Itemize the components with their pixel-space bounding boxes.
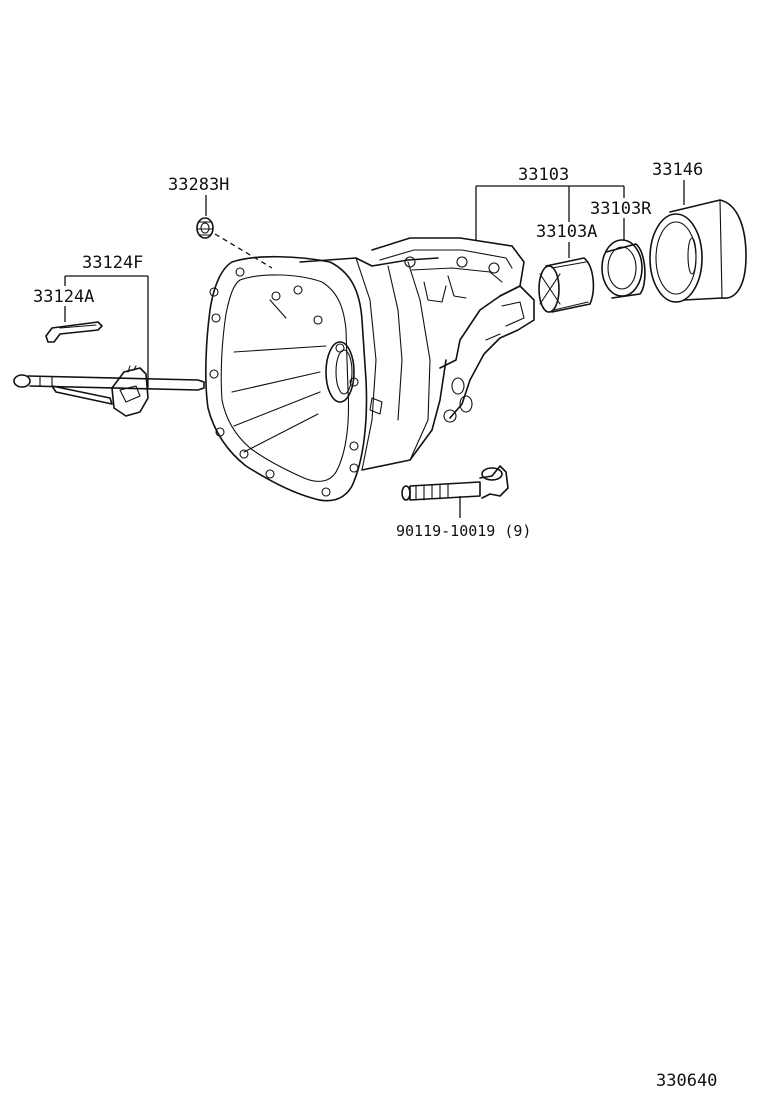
plug-part [196, 217, 214, 239]
flange-bolt-holes [209, 267, 359, 497]
bushing-a-part [538, 257, 595, 313]
label-33103R: 33103R [590, 199, 652, 219]
label-33283H: 33283H [168, 175, 229, 195]
figure-id: 330640 [656, 1071, 717, 1091]
label-33124F: 33124F [82, 253, 143, 273]
label-90119-10019: 90119-10019 (9) [396, 522, 531, 540]
label-33124A: 33124A [33, 287, 94, 307]
transmission-case-part [205, 237, 535, 502]
label-33103A: 33103A [536, 222, 597, 242]
label-33146: 33146 [652, 160, 703, 180]
bushing-r-part [601, 239, 646, 299]
shift-lever-part [45, 321, 103, 343]
shift-rod-part [13, 365, 205, 417]
leader-lines [64, 180, 685, 518]
bolt-part [401, 465, 509, 501]
label-33103: 33103 [518, 165, 569, 185]
cover-part [649, 199, 747, 303]
